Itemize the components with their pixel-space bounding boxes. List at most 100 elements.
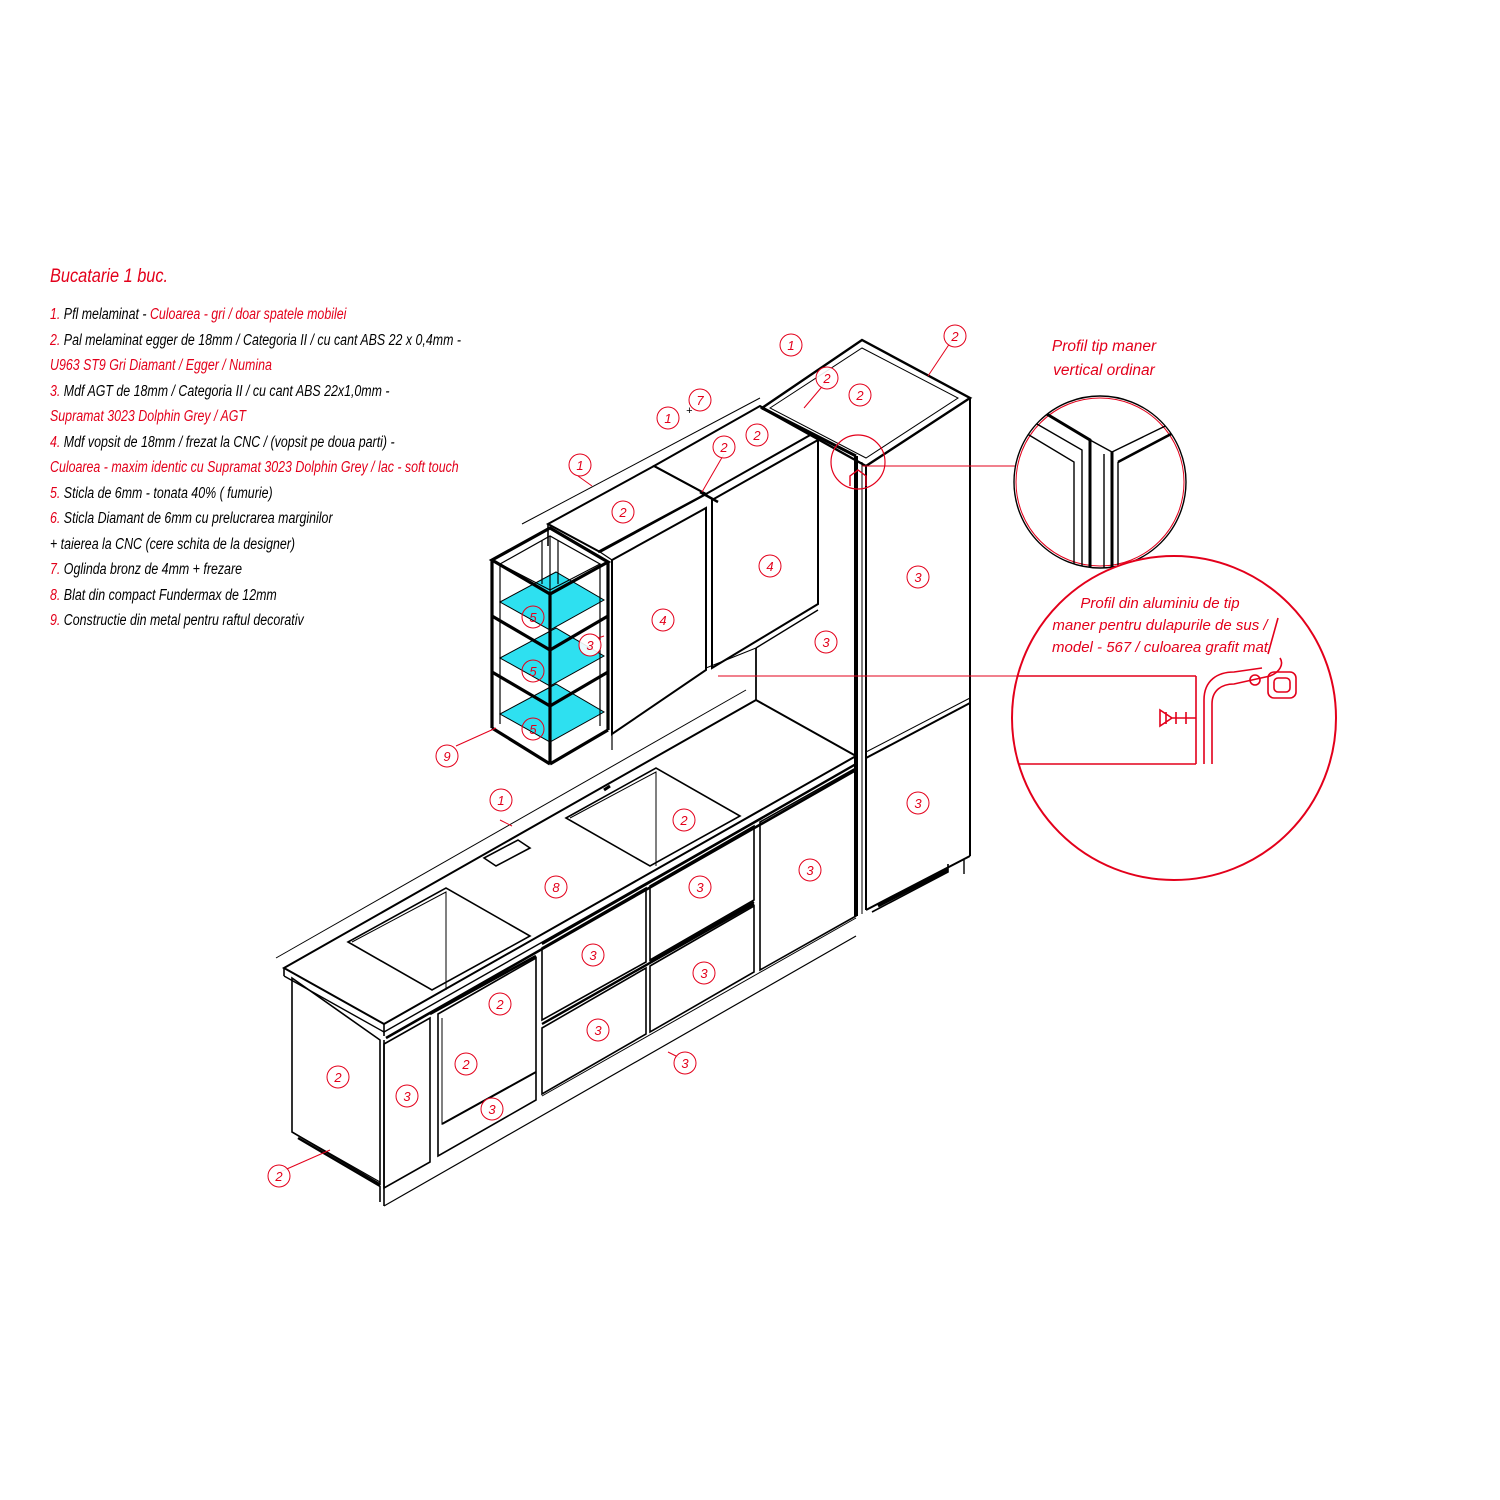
legend-item-7: 7. Oglinda bronz de 4mm + frezare [50,561,242,578]
part-markers: 1 1 7 1 1 2 2 2 2 2 2 2 2 2 2 2 3 3 3 3 3 3 3 3 3 3 3 3 4 4 5 5 5 8 9 + [267,324,967,1188]
svg-text:2: 2 [618,505,627,520]
svg-text:9: 9 [443,749,450,764]
svg-text:7: 7 [696,393,704,408]
svg-text:8: 8 [552,880,560,895]
part-marker-3: 3 [798,858,822,882]
legend-item-6-cont: + taierea la CNC (cere schita de la desi… [50,535,296,553]
svg-text:3: 3 [914,570,922,585]
svg-text:2: 2 [274,1169,283,1184]
countertop [281,648,859,1040]
callout-aluminium-line1: Profil din aluminiu de tip [1080,595,1239,612]
marker-plus-sign: + [686,405,693,417]
tall-cabinet [759,338,973,916]
legend-item-1: 1. Pfl melaminat - Culoarea - gri / doar… [50,306,347,323]
part-marker-3: 3 [480,1097,504,1121]
svg-text:2: 2 [822,371,831,386]
legend-title: Bucatarie 1 buc. [50,266,169,287]
part-marker-3: 3 [395,1084,419,1108]
svg-text:2: 2 [679,813,688,828]
part-marker-3: 3 [814,630,838,654]
callout-aluminium-line3: model - 567 / culoarea grafit mat [1052,639,1269,656]
part-marker-2: 2 [611,500,635,524]
metal-shelf [488,526,612,766]
legend-item-4-color: Culoarea - maxim identic cu Supramat 302… [50,459,459,476]
part-marker-3: 3 [586,1018,610,1042]
svg-text:1: 1 [664,411,671,426]
part-marker-1: 1 [656,406,680,430]
part-marker-1: 1 [568,453,592,477]
svg-text:3: 3 [586,638,594,653]
legend-item-6: 6. Sticla Diamant de 6mm cu prelucrarea … [50,510,333,527]
part-marker-2: 2 [848,383,872,407]
svg-text:3: 3 [681,1056,689,1071]
part-marker-2: 2 [454,1052,478,1076]
svg-text:3: 3 [696,880,704,895]
legend-item-8: 8. Blat din compact Fundermax de 12mm [50,586,277,604]
part-marker-1: 1 [779,333,803,357]
callout-vertical-profile-line2: vertical ordinar [1053,362,1155,379]
part-marker-3: 3 [581,943,605,967]
part-marker-3: 3 [688,875,712,899]
svg-text:1: 1 [787,338,794,353]
svg-text:3: 3 [822,635,830,650]
part-marker-2: 2 [712,435,736,459]
part-marker-2: 2 [488,992,512,1016]
part-marker-8: 8 [544,875,568,899]
glass-panels [498,571,606,743]
svg-text:2: 2 [495,997,504,1012]
svg-text:4: 4 [766,559,773,574]
legend-item-2: 2. Pal melaminat egger de 18mm / Categor… [50,331,462,349]
dimension-lines [275,339,1034,1173]
svg-text:3: 3 [914,796,922,811]
part-marker-2: 2 [672,808,696,832]
part-marker-5: 5 [521,717,545,741]
svg-text:3: 3 [589,948,597,963]
svg-text:4: 4 [659,613,666,628]
svg-text:3: 3 [594,1023,602,1038]
part-marker-9: 9 [435,744,459,768]
materials-legend: Bucatarie 1 buc. 1. Pfl melaminat - Culo… [50,266,520,634]
part-marker-5: 5 [521,659,545,683]
callout-aluminium-profile: Profil din aluminiu de tip maner pentru … [1011,555,1337,881]
svg-text:3: 3 [700,966,708,981]
part-marker-3: 3 [673,1051,697,1075]
part-marker-3: 3 [692,961,716,985]
svg-text:1: 1 [497,793,504,808]
part-marker-5: 5 [521,605,545,629]
legend-item-5: 5. Sticla de 6mm - tonata 40% ( fumurie) [50,484,273,502]
svg-text:2: 2 [752,428,761,443]
svg-text:3: 3 [488,1102,496,1117]
part-marker-3: 3 [906,791,930,815]
svg-text:2: 2 [950,329,959,344]
callout-vertical-profile: Profil tip maner vertical ordinar [1013,338,1187,569]
part-marker-4: 4 [758,554,782,578]
svg-text:2: 2 [855,388,864,403]
legend-item-9: 9. Constructie din metal pentru raftul d… [50,612,304,629]
part-marker-3: 3 [578,633,602,657]
part-marker-2: 2 [943,324,967,348]
legend-item-3-color: Supramat 3023 Dolphin Grey / AGT [50,408,246,425]
svg-text:2: 2 [719,440,728,455]
part-marker-2: 2 [815,366,839,390]
svg-text:5: 5 [529,664,537,679]
callout-aluminium-line2: maner pentru dulapurile de sus / [1052,617,1269,634]
part-marker-2: 2 [326,1065,350,1089]
part-marker-3: 3 [906,565,930,589]
svg-text:2: 2 [461,1057,470,1072]
legend-item-2-color: U963 ST9 Gri Diamant / Egger / Numina [50,357,272,374]
part-marker-2: 2 [267,1164,291,1188]
legend-item-4: 4. Mdf vopsit de 18mm / frezat la CNC / … [50,433,395,451]
part-marker-4: 4 [651,608,675,632]
legend-item-3: 3. Mdf AGT de 18mm / Categoria II / cu c… [50,382,390,400]
callout-vertical-profile-line1: Profil tip maner [1052,338,1157,355]
base-cabinets [291,762,857,1207]
svg-text:5: 5 [529,722,537,737]
svg-text:5: 5 [529,610,537,625]
svg-text:1: 1 [576,458,583,473]
part-marker-2: 2 [745,423,769,447]
svg-text:3: 3 [403,1089,411,1104]
svg-text:2: 2 [333,1070,342,1085]
svg-text:3: 3 [806,863,814,878]
